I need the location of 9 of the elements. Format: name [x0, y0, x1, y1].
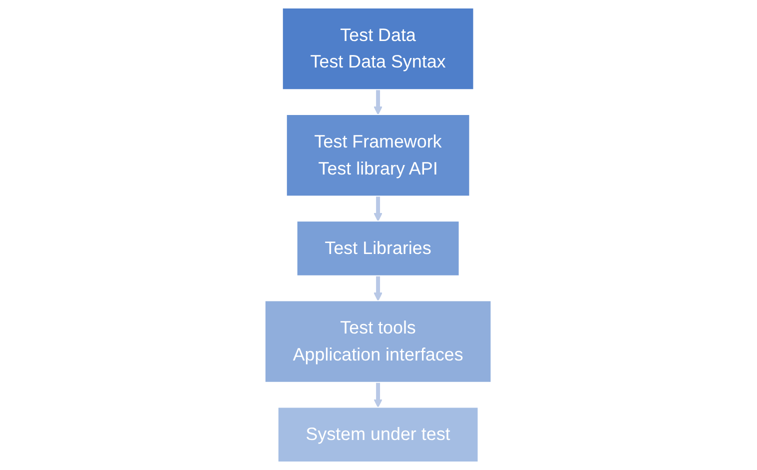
node-box: Test Data Test Data Syntax: [282, 7, 475, 90]
arrow: [374, 276, 383, 302]
arrow: [374, 90, 383, 115]
arrow: [374, 382, 383, 408]
node-box: Test Libraries: [296, 220, 460, 276]
arrow: [374, 196, 383, 222]
node-box: Test tools Application interfaces: [264, 300, 492, 383]
node-box: System under test: [278, 406, 480, 463]
node-box: Test Framework Test library API: [286, 114, 471, 197]
